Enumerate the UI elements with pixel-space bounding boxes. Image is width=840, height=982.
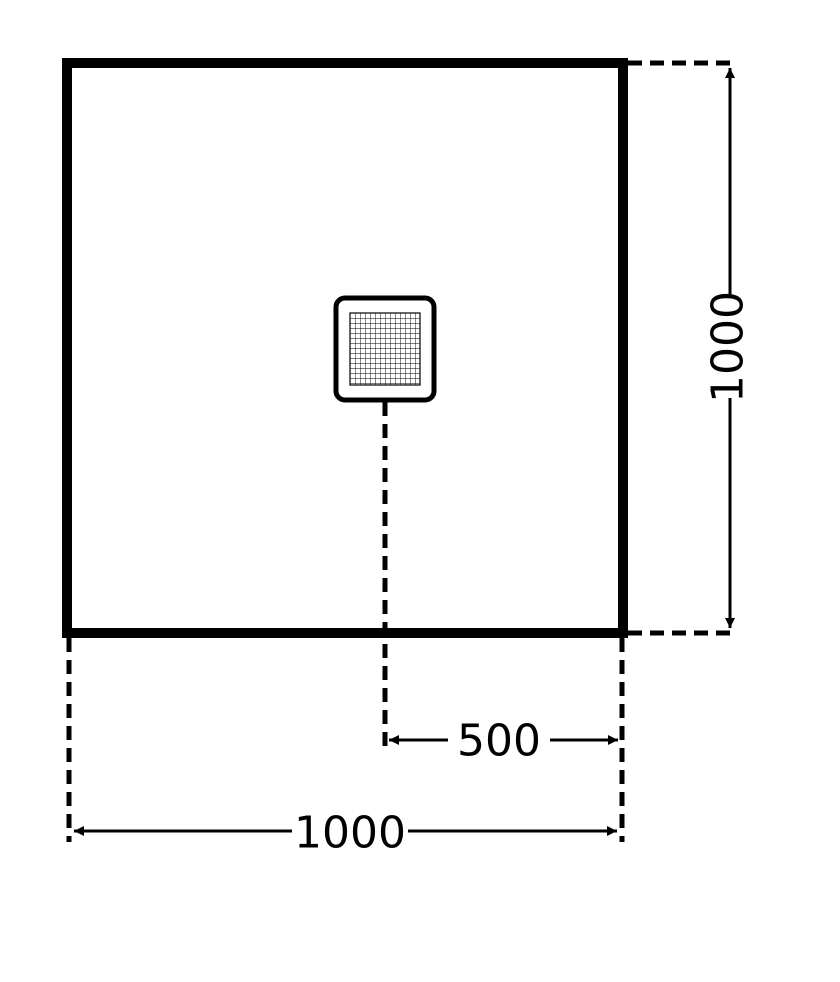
depth-dimension-label: 1000: [703, 291, 754, 403]
width-dimension-label: 1000: [294, 808, 406, 859]
drain-grate: [333, 295, 437, 403]
shower-tray-outline: [62, 58, 628, 638]
drain-offset-label: 500: [457, 716, 541, 767]
